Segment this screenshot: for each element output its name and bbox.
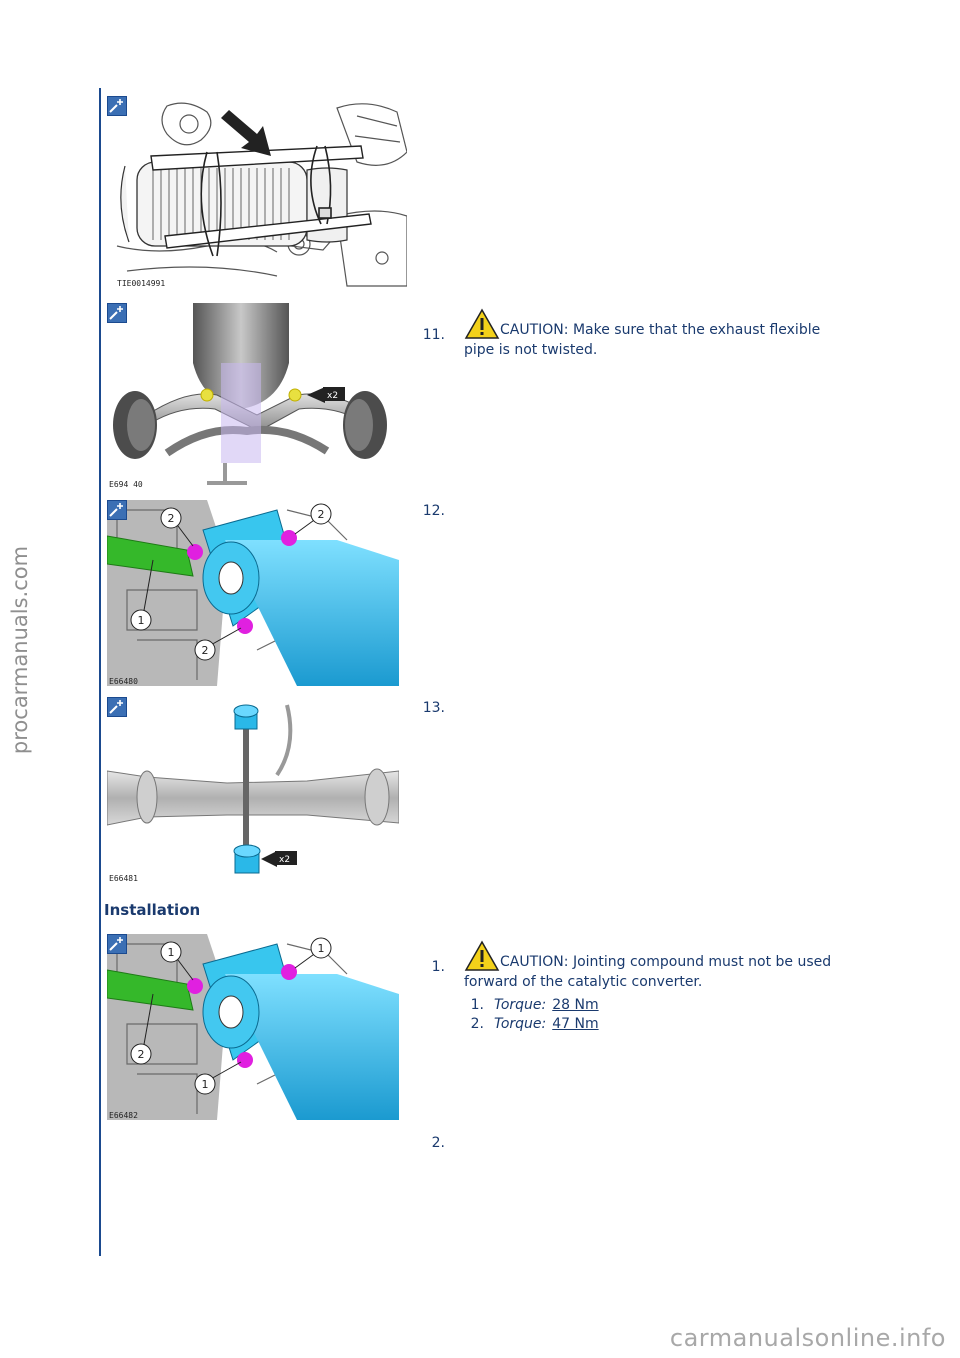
figure-3-illustration: 2 2 2 1 E66480	[107, 500, 399, 686]
torque-item-number: 1.	[470, 997, 484, 1013]
install-step-1-caution: CAUTION: Jointing compound must not be u…	[464, 940, 872, 992]
figure-1[interactable]: TIE0014991	[107, 96, 407, 292]
torque-item: 1. Torque: 28 Nm	[448, 996, 599, 1015]
callout-2: 2	[168, 512, 175, 525]
callout-1: 1	[318, 942, 325, 955]
callout-1: 1	[168, 946, 175, 959]
zoom-in-icon[interactable]	[107, 934, 127, 954]
step-12-number: 12.	[422, 503, 445, 519]
zoom-in-icon[interactable]	[107, 500, 127, 520]
warning-icon	[464, 308, 500, 339]
install-step-2-number: 2.	[431, 1135, 445, 1151]
installation-heading: Installation	[104, 901, 201, 919]
install-step-1-caution-line2: forward of the catalytic converter.	[464, 974, 703, 990]
torque-item: 2. Torque: 47 Nm	[448, 1015, 599, 1034]
zoom-in-icon[interactable]	[107, 96, 127, 116]
figure-2-code: E694 40	[109, 480, 143, 489]
torque-value-link[interactable]: 28 Nm	[552, 997, 599, 1013]
callout-1: 1	[202, 1078, 209, 1091]
side-watermark-text: procarmanuals.com	[8, 545, 32, 755]
figure-5-code: E66482	[109, 1111, 138, 1120]
step-13-number: 13.	[422, 700, 445, 716]
torque-label: Torque:	[494, 1016, 547, 1032]
figure-4-x2: x2	[279, 855, 290, 865]
step-11-caution-line2: pipe is not twisted.	[464, 342, 598, 358]
install-step-1-number: 1.	[431, 959, 445, 975]
torque-value-link[interactable]: 47 Nm	[552, 1016, 599, 1032]
figure-2[interactable]: x2 E694 40	[107, 303, 399, 489]
figure-4-illustration: x2 E66481	[107, 697, 399, 883]
callout-2: 2	[318, 508, 325, 521]
figure-3-code: E66480	[109, 677, 138, 686]
step-11-caution: CAUTION: Make sure that the exhaust flex…	[464, 308, 872, 360]
left-rule	[99, 88, 101, 1256]
zoom-in-icon[interactable]	[107, 303, 127, 323]
figure-2-illustration: x2 E694 40	[107, 303, 399, 489]
torque-list: 1. Torque: 28 Nm 2. Torque: 47 Nm	[448, 996, 599, 1034]
figure-5-illustration: 1 1 1 2 E66482	[107, 934, 399, 1120]
warning-icon	[464, 940, 500, 971]
side-watermark: procarmanuals.com	[2, 520, 38, 780]
step-11-number: 11.	[422, 327, 445, 343]
step-11-caution-line1: CAUTION: Make sure that the exhaust flex…	[500, 322, 821, 338]
torque-item-number: 2.	[470, 1016, 484, 1032]
torque-label: Torque:	[494, 997, 547, 1013]
figure-1-illustration: TIE0014991	[107, 96, 407, 292]
figure-4-code: E66481	[109, 874, 138, 883]
figure-4[interactable]: x2 E66481	[107, 697, 399, 883]
figure-5[interactable]: 1 1 1 2 E66482	[107, 934, 399, 1120]
install-step-1-caution-line1: CAUTION: Jointing compound must not be u…	[500, 954, 832, 970]
figure-2-x2: x2	[327, 391, 338, 401]
bottom-watermark: carmanualsonline.info	[669, 1324, 946, 1352]
figure-1-code: TIE0014991	[117, 279, 165, 288]
callout-2: 2	[202, 644, 209, 657]
zoom-in-icon[interactable]	[107, 697, 127, 717]
figure-3[interactable]: 2 2 2 1 E66480	[107, 500, 399, 686]
callout-2: 2	[138, 1048, 145, 1061]
callout-1: 1	[138, 614, 145, 627]
